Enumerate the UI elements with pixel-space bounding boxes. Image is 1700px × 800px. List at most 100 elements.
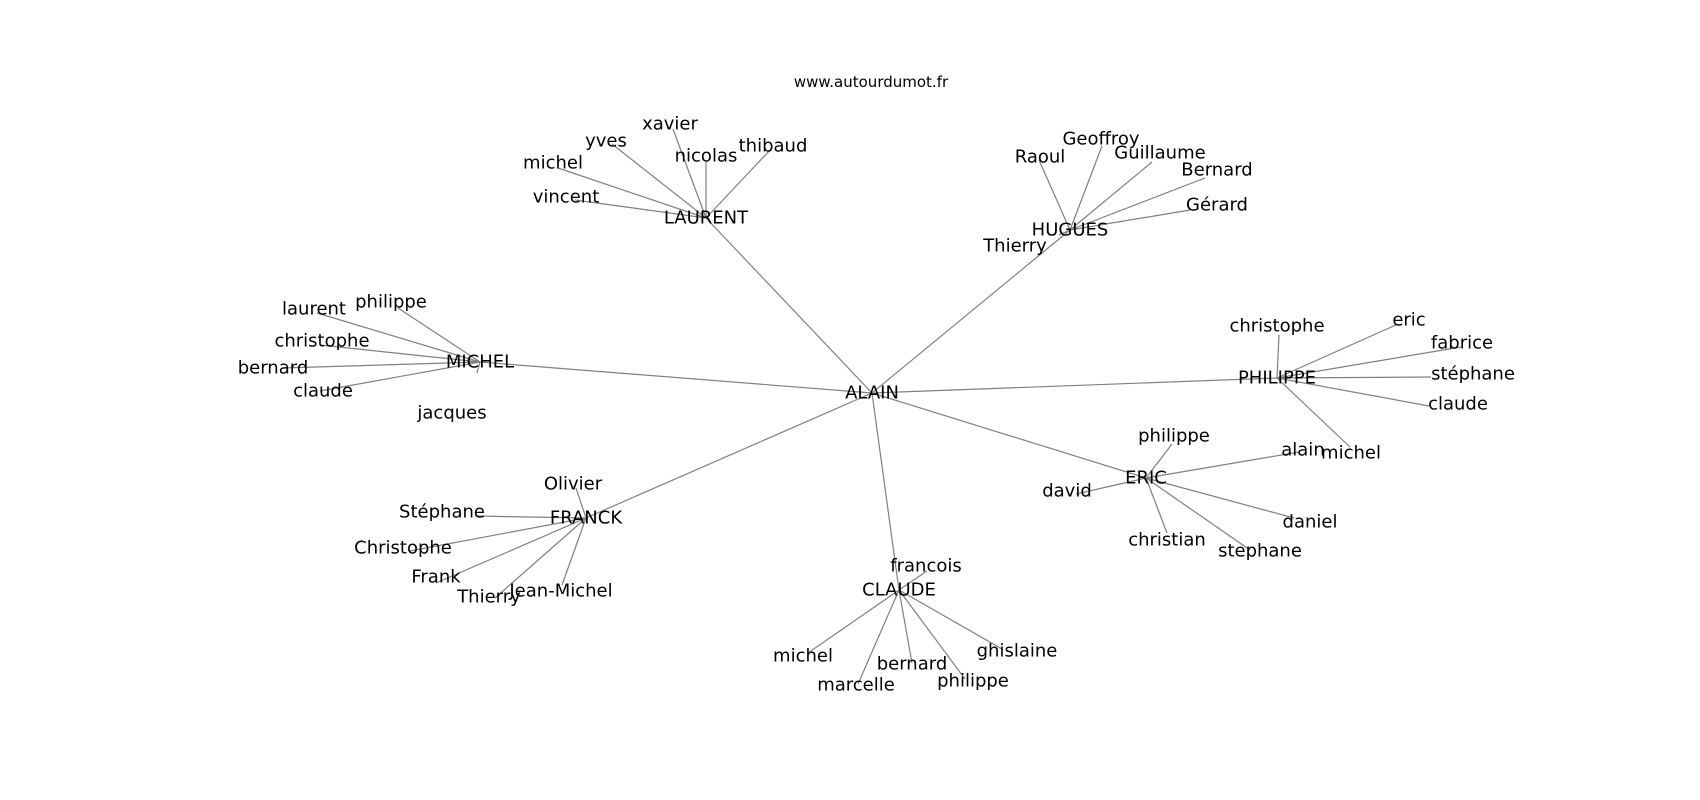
edge-root-philippe	[871, 377, 1278, 394]
leaf-node-michel-bernard[interactable]: bernard	[238, 358, 309, 379]
edge-laurent-vincent	[574, 199, 707, 219]
leaf-node-eric-christian[interactable]: christian	[1128, 530, 1206, 551]
leaf-node-laurent-nicolas[interactable]: nicolas	[675, 146, 738, 167]
edge-michel-philippe	[397, 307, 481, 363]
edge-philippe-fabrice	[1276, 346, 1462, 379]
leaf-node-claude-philippe[interactable]: philippe	[937, 671, 1009, 692]
leaf-node-michel-laurent[interactable]: laurent	[282, 299, 346, 320]
leaf-node-claude-marcelle[interactable]: marcelle	[817, 675, 895, 696]
edge-philippe-claude	[1276, 377, 1430, 407]
leaf-node-eric-david[interactable]: david	[1042, 481, 1092, 502]
edge-philippe-eric	[1276, 323, 1399, 379]
edge-philippe-stephane	[1276, 376, 1432, 379]
edge-root-hugues	[871, 229, 1071, 394]
leaf-node-eric-stephane[interactable]: stephane	[1218, 541, 1302, 562]
leaf-node-hugues-raoul[interactable]: Raoul	[1015, 147, 1066, 168]
hub-node-hugues[interactable]: HUGUES	[1032, 220, 1109, 241]
edge-franck-jean-michel	[561, 517, 587, 586]
edge-claude-francois	[898, 570, 928, 591]
edge-michel-laurent	[316, 312, 481, 363]
leaf-node-hugues-gerard[interactable]: Gérard	[1186, 195, 1248, 216]
leaf-node-philippe-claude[interactable]: claude	[1428, 394, 1488, 415]
edge-laurent-michel	[557, 167, 707, 219]
leaf-node-laurent-yves[interactable]: yves	[585, 131, 627, 152]
edge-laurent-thibaud	[705, 147, 773, 219]
leaf-node-hugues-thierry[interactable]: Thierry	[982, 236, 1047, 257]
leaf-node-claude-francois[interactable]: francois	[890, 556, 961, 577]
edge-hugues-gerard	[1069, 209, 1191, 231]
edge-michel-bernard	[281, 361, 481, 369]
edge-eric-christian	[1145, 477, 1168, 534]
edge-eric-philippe	[1145, 443, 1173, 479]
edge-laurent-xavier	[672, 128, 707, 219]
edge-laurent-yves	[611, 143, 707, 219]
root-node-alain[interactable]: ALAIN	[845, 383, 899, 404]
edge-hugues-raoul	[1038, 159, 1071, 231]
leaf-node-eric-daniel[interactable]: daniel	[1283, 512, 1338, 533]
edge-root-franck	[585, 392, 873, 519]
leaf-node-eric-alain[interactable]: alain	[1281, 440, 1324, 461]
site-url-label[interactable]: www.autourdumot.fr	[794, 73, 949, 91]
leaf-node-laurent-michel[interactable]: michel	[523, 153, 583, 174]
leaf-node-hugues-geoffroy[interactable]: Geoffroy	[1062, 129, 1139, 150]
hub-node-franck[interactable]: FRANCK	[550, 508, 623, 529]
hub-node-claude[interactable]: CLAUDE	[862, 580, 936, 601]
leaf-node-franck-stephane[interactable]: Stéphane	[399, 502, 485, 523]
edge-hugues-guillaume	[1069, 161, 1153, 231]
edge-philippe-christophe	[1276, 334, 1280, 379]
edge-eric-david	[1075, 477, 1147, 495]
leaf-node-philippe-stephane[interactable]: stéphane	[1431, 364, 1515, 385]
edge-claude-michel	[807, 589, 900, 654]
leaf-node-philippe-michel[interactable]: michel	[1321, 443, 1381, 464]
edge-franck-olivier	[575, 487, 587, 519]
leaf-node-laurent-xavier[interactable]: xavier	[642, 114, 698, 135]
leaf-node-philippe-christophe[interactable]: christophe	[1229, 316, 1324, 337]
hub-node-eric[interactable]: ERIC	[1125, 468, 1167, 489]
edge-hugues-thierry	[1058, 229, 1071, 236]
edge-root-michel	[479, 361, 873, 394]
edge-michel-christophe	[319, 344, 481, 363]
leaf-node-claude-bernard[interactable]: bernard	[877, 654, 948, 675]
edge-philippe-michel	[1276, 377, 1351, 448]
edge-franck-thierry	[494, 517, 587, 599]
edge-hugues-geoffroy	[1069, 145, 1103, 231]
leaf-node-franck-jean-michel[interactable]: Jean-Michel	[508, 581, 612, 602]
leaf-node-michel-philippe[interactable]: philippe	[355, 292, 427, 313]
edge-claude-marcelle	[857, 589, 900, 685]
edge-michel-claude	[319, 361, 481, 392]
edge-root-eric	[871, 392, 1147, 479]
leaf-node-franck-thierry[interactable]: Thierry	[456, 587, 521, 608]
edge-franck-christophe	[409, 517, 587, 552]
leaf-node-michel-christophe[interactable]: christophe	[274, 331, 369, 352]
leaf-node-philippe-eric[interactable]: eric	[1392, 310, 1425, 331]
leaf-node-claude-ghislaine[interactable]: ghislaine	[977, 641, 1058, 662]
leaf-node-michel-claude[interactable]: claude	[293, 381, 353, 402]
leaf-node-franck-olivier[interactable]: Olivier	[544, 474, 603, 495]
edges-layer	[281, 128, 1462, 685]
edge-eric-stephane	[1145, 477, 1251, 551]
hub-node-laurent[interactable]: LAURENT	[664, 208, 749, 229]
leaf-node-michel-jacques[interactable]: jacques	[416, 403, 486, 424]
leaf-node-eric-philippe[interactable]: philippe	[1138, 426, 1210, 447]
edge-claude-ghislaine	[898, 589, 1003, 650]
edge-root-claude	[871, 392, 900, 591]
hub-node-michel[interactable]: MICHEL	[446, 352, 514, 373]
hub-node-philippe[interactable]: PHILIPPE	[1238, 368, 1316, 389]
leaf-node-hugues-guillaume[interactable]: Guillaume	[1114, 143, 1205, 164]
leaf-node-franck-frank[interactable]: Frank	[411, 567, 461, 588]
edge-eric-alain	[1145, 451, 1300, 479]
edge-root-laurent	[705, 217, 873, 394]
leaf-node-franck-christophe[interactable]: Christophe	[354, 538, 452, 559]
edge-michel-jacques	[476, 361, 481, 374]
leaf-node-philippe-fabrice[interactable]: fabrice	[1431, 333, 1493, 354]
labels-layer: ALAINLAURENTvincentmichelyvesxaviernicol…	[238, 114, 1515, 696]
edge-franck-stephane	[474, 515, 587, 519]
edge-claude-philippe	[898, 589, 966, 680]
leaf-node-hugues-bernard[interactable]: Bernard	[1181, 160, 1252, 181]
edge-claude-bernard	[898, 589, 913, 664]
leaf-node-laurent-thibaud[interactable]: thibaud	[739, 136, 808, 157]
leaf-node-laurent-vincent[interactable]: vincent	[533, 187, 600, 208]
edge-hugues-bernard	[1069, 177, 1206, 231]
leaf-node-claude-michel[interactable]: michel	[773, 646, 833, 667]
